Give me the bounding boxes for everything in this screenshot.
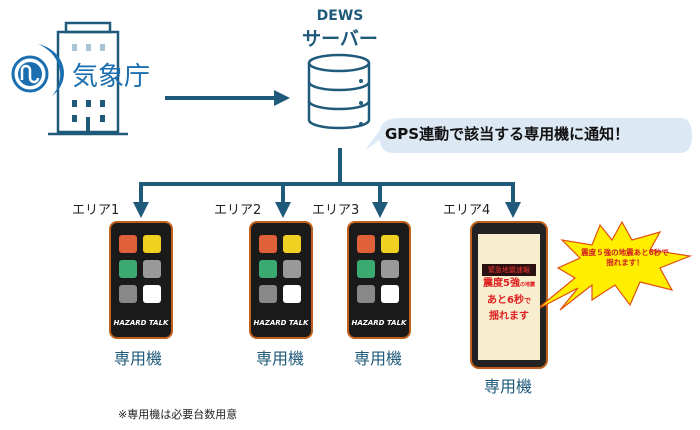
alert-banner: 緊急地震速報 <box>482 264 536 276</box>
app-icon <box>119 235 137 253</box>
phone-device: HAZARD TALK <box>109 221 173 339</box>
phone-brand-logo: HAZARD TALK <box>254 319 310 327</box>
device-label: 専用機 <box>484 377 533 396</box>
area-label: エリア3 <box>312 203 360 218</box>
server-title-en: DEWS <box>316 8 364 24</box>
alert-screen: 緊急地震速報 震度5強の地震 あと6秒で 揺れます <box>478 234 540 360</box>
jma-logo-icon <box>11 44 64 96</box>
app-icon <box>119 260 137 278</box>
area-label: エリア1 <box>72 203 120 218</box>
device-label: 専用機 <box>256 349 305 368</box>
building-icon <box>48 21 128 136</box>
phone-brand-logo: HAZARD TALK <box>352 319 408 327</box>
alert-intensity-suffix: の地震 <box>519 282 535 288</box>
starburst-text: 震度５強の地震あと6秒で揺れます！ <box>581 248 669 267</box>
app-icon <box>259 235 277 253</box>
database-server-icon <box>307 53 371 130</box>
callout-text: GPS連動で該当する専用機に通知！ <box>385 125 630 143</box>
app-icon <box>283 285 301 303</box>
area-label: エリア2 <box>214 203 262 218</box>
alert-countdown: あと6秒 <box>487 295 524 306</box>
app-icon <box>381 285 399 303</box>
server-title-jp: サーバー <box>302 28 378 50</box>
app-icon <box>357 260 375 278</box>
device-label: 専用機 <box>114 349 163 368</box>
app-icon <box>357 235 375 253</box>
app-icon <box>381 260 399 278</box>
app-icon <box>283 235 301 253</box>
phone-device: HAZARD TALK <box>347 221 411 339</box>
app-icon <box>381 235 399 253</box>
app-icon <box>143 235 161 253</box>
device-label: 専用機 <box>354 349 403 368</box>
footnote: ※専用機は必要台数用意 <box>118 408 238 421</box>
jma-label: 気象庁 <box>72 62 151 92</box>
app-icon <box>283 260 301 278</box>
app-icon <box>143 285 161 303</box>
phone-brand-logo: HAZARD TALK <box>114 319 170 327</box>
app-icon <box>357 285 375 303</box>
app-icon <box>259 260 277 278</box>
starburst-shape <box>535 220 693 311</box>
alert-shaking: 揺れます <box>489 311 529 322</box>
callout-bubble <box>365 118 692 153</box>
distribution-lines <box>133 148 521 218</box>
app-icon <box>119 285 137 303</box>
phone-device: HAZARD TALK <box>249 221 313 339</box>
alert-intensity: 震度5強 <box>483 278 520 289</box>
app-icon <box>143 260 161 278</box>
alert-countdown-suffix: で <box>523 297 531 305</box>
area-label: エリア4 <box>443 203 491 218</box>
app-icon <box>259 285 277 303</box>
